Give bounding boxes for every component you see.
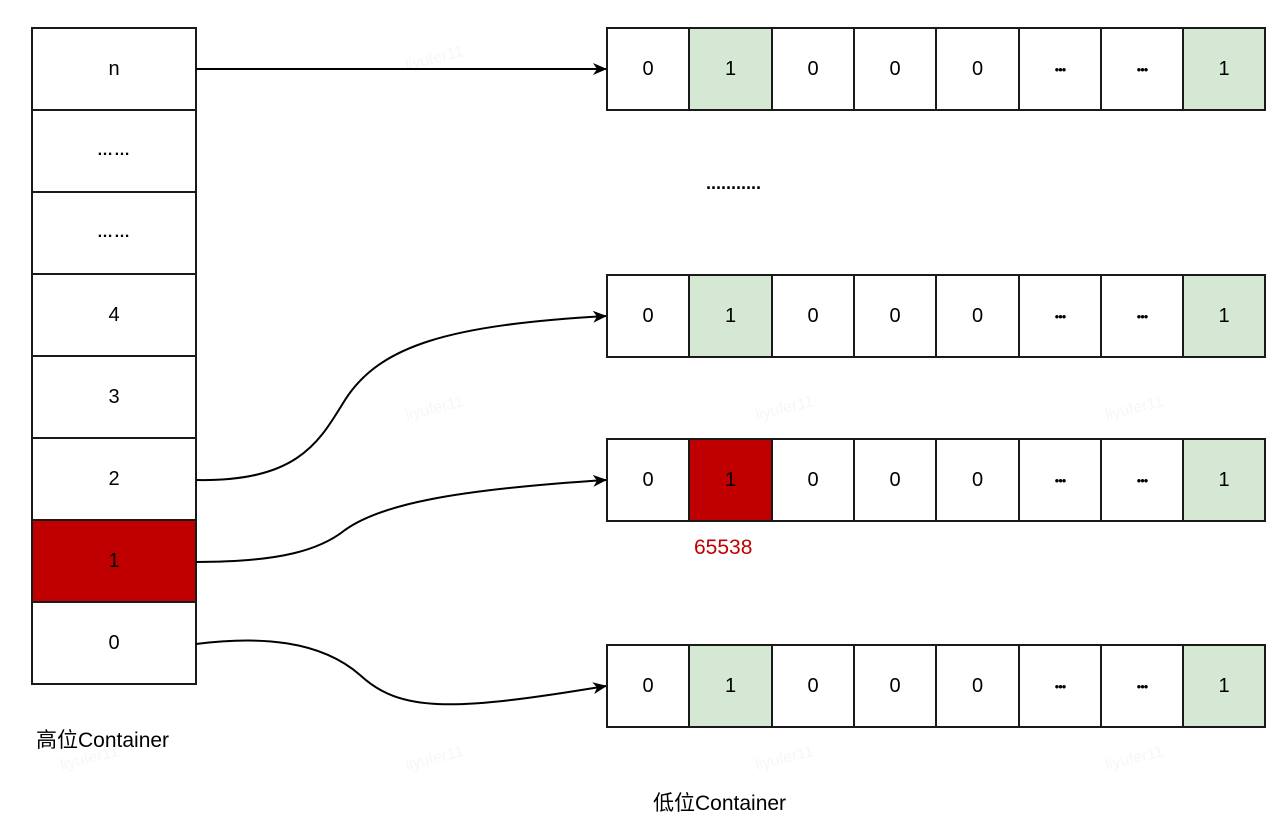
low-container-label: 低位Container (653, 792, 787, 815)
bit-value: 0 (889, 304, 901, 327)
low-cell-row-0: 1 (1182, 644, 1266, 728)
high-cell-value: n (108, 57, 120, 80)
low-cell-row-0: 0 (771, 644, 855, 728)
arrow-1-to-row-1 (195, 474, 607, 563)
bit-value: 0 (807, 57, 819, 80)
bit-value: 0 (807, 468, 819, 491)
high-cell: n (31, 27, 197, 111)
bit-value: 0 (971, 57, 984, 80)
bit-value: 0 (642, 674, 654, 697)
low-cell-row-0: 0 (853, 644, 937, 728)
bit-value: 0 (971, 304, 984, 327)
bit-value: ••• (1136, 308, 1149, 324)
high-cell: 3 (31, 355, 197, 439)
high-cell-value: …… (97, 142, 131, 159)
bit-value: 0 (889, 674, 901, 697)
bit-value: 0 (642, 57, 654, 80)
low-cell-row-2: 1 (1182, 274, 1266, 358)
bit-value: 1 (724, 674, 737, 697)
bit-value: ••• (1136, 61, 1149, 77)
low-cell-row-0: 1 (688, 644, 773, 728)
bit-value: 1 (724, 57, 737, 80)
high-cell: 1 (31, 519, 197, 603)
bit-value: 0 (807, 304, 819, 327)
highlight-annotation: 65538 (694, 536, 753, 559)
low-cell-row-n: ••• (1018, 27, 1102, 111)
bit-value: 0 (642, 304, 654, 327)
high-cell: …… (31, 191, 197, 275)
bit-value: 1 (724, 468, 737, 491)
low-cell-row-1: 1 (688, 438, 773, 522)
low-cell-row-2: 1 (688, 274, 773, 358)
low-cell-row-0: 0 (935, 644, 1020, 728)
high-cell: 2 (31, 437, 197, 521)
bit-value: 0 (889, 57, 901, 80)
high-cell-value: 3 (108, 385, 120, 408)
bit-value: ••• (1054, 472, 1067, 488)
high-cell: 4 (31, 273, 197, 357)
bit-value: 0 (889, 468, 901, 491)
low-cell-row-2: ••• (1100, 274, 1184, 358)
rows-ellipsis: ··········· (706, 178, 762, 198)
high-cell-value: 1 (108, 549, 120, 572)
high-cell-value: 2 (108, 467, 120, 490)
arrow-0-to-row-0 (195, 639, 607, 706)
bit-value: 0 (971, 468, 984, 491)
bit-value: 1 (1218, 468, 1230, 491)
high-container-label: 高位Container (36, 729, 170, 752)
low-cell-row-1: 0 (606, 438, 690, 522)
bit-value: ••• (1054, 61, 1067, 77)
low-cell-row-n: 1 (1182, 27, 1266, 111)
bit-value: 0 (642, 468, 654, 491)
bit-value: 1 (724, 304, 737, 327)
bit-value: 0 (971, 674, 984, 697)
bit-value: ••• (1054, 678, 1067, 694)
low-cell-row-2: 0 (935, 274, 1020, 358)
low-cell-row-2: 0 (606, 274, 690, 358)
bit-value: 1 (1218, 674, 1230, 697)
high-cell-value: …… (97, 224, 131, 241)
low-cell-row-n: 0 (771, 27, 855, 111)
arrow-2-to-row-2 (195, 310, 607, 482)
low-cell-row-0: ••• (1018, 644, 1102, 728)
low-cell-row-2: 0 (853, 274, 937, 358)
low-cell-row-0: ••• (1100, 644, 1184, 728)
low-cell-row-0: 0 (606, 644, 690, 728)
high-cell-value: 4 (108, 303, 120, 326)
bit-value: ••• (1136, 472, 1149, 488)
bit-value: 0 (807, 674, 819, 697)
low-cell-row-n: 1 (688, 27, 773, 111)
low-cell-row-2: ••• (1018, 274, 1102, 358)
low-cell-row-n: 0 (853, 27, 937, 111)
bit-value: ••• (1054, 308, 1067, 324)
bit-value: ••• (1136, 678, 1149, 694)
bit-value: 1 (1218, 304, 1230, 327)
bit-value: 1 (1218, 57, 1230, 80)
low-cell-row-1: 1 (1182, 438, 1266, 522)
high-cell-value: 0 (108, 631, 120, 654)
